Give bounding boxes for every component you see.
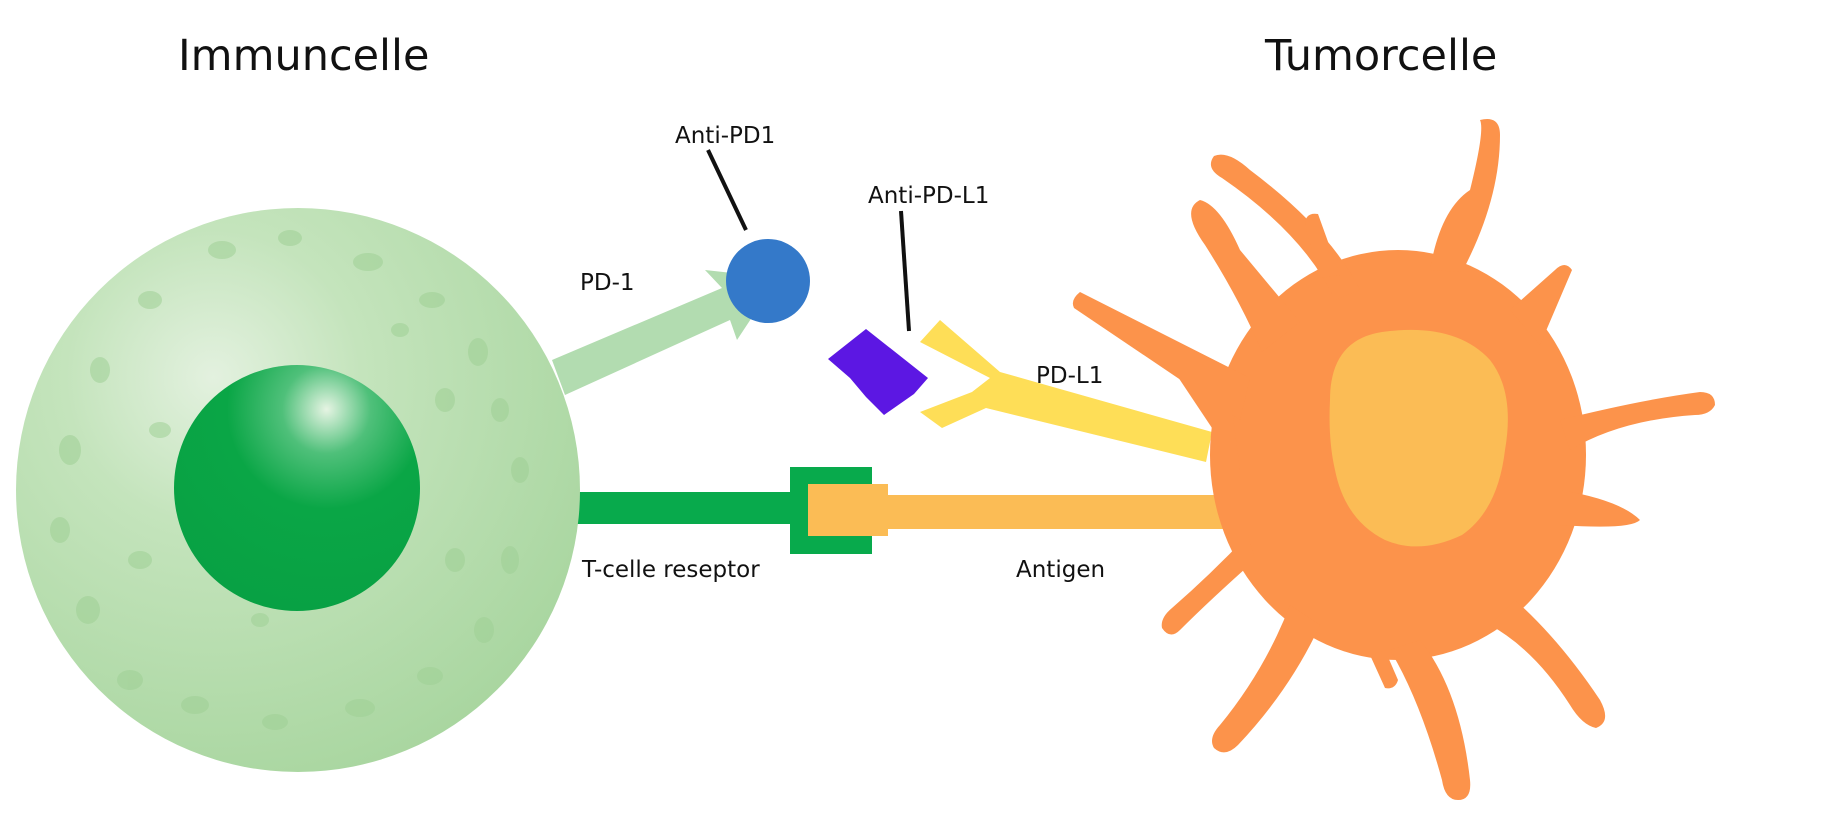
anti-pd1-label: Anti-PD1 xyxy=(675,123,775,149)
anti-pd-l1-diamond-icon xyxy=(828,329,928,415)
antigen-label: Antigen xyxy=(1016,557,1105,583)
pd-l1-label: PD-L1 xyxy=(1036,363,1103,389)
immune-cell-nucleus xyxy=(174,365,420,611)
anti-pd1-circle-icon xyxy=(726,239,810,323)
pd-1-arrow xyxy=(552,270,778,395)
pd-l1-receptor xyxy=(920,320,1212,462)
anti-pd-l1-pointer xyxy=(899,210,911,332)
anti-pd1-pointer xyxy=(706,149,748,231)
t-cell-receptor-label: T-celle reseptor xyxy=(581,557,760,583)
tumor-cell-icon xyxy=(808,119,1715,800)
tumor-cell-title: Tumorcelle xyxy=(1264,31,1497,81)
anti-pd-l1-label: Anti-PD-L1 xyxy=(868,183,989,209)
antigen-stalk xyxy=(885,495,1230,529)
t-cell-receptor-stalk xyxy=(560,492,800,524)
pd-1-label: PD-1 xyxy=(580,270,635,296)
antigen-tip xyxy=(808,484,888,536)
tumor-cell-nucleus xyxy=(1329,329,1508,547)
immune-cell-title: Immuncelle xyxy=(178,31,429,81)
immune-cell-icon xyxy=(16,208,872,772)
cytoplasm-spots xyxy=(50,230,529,730)
